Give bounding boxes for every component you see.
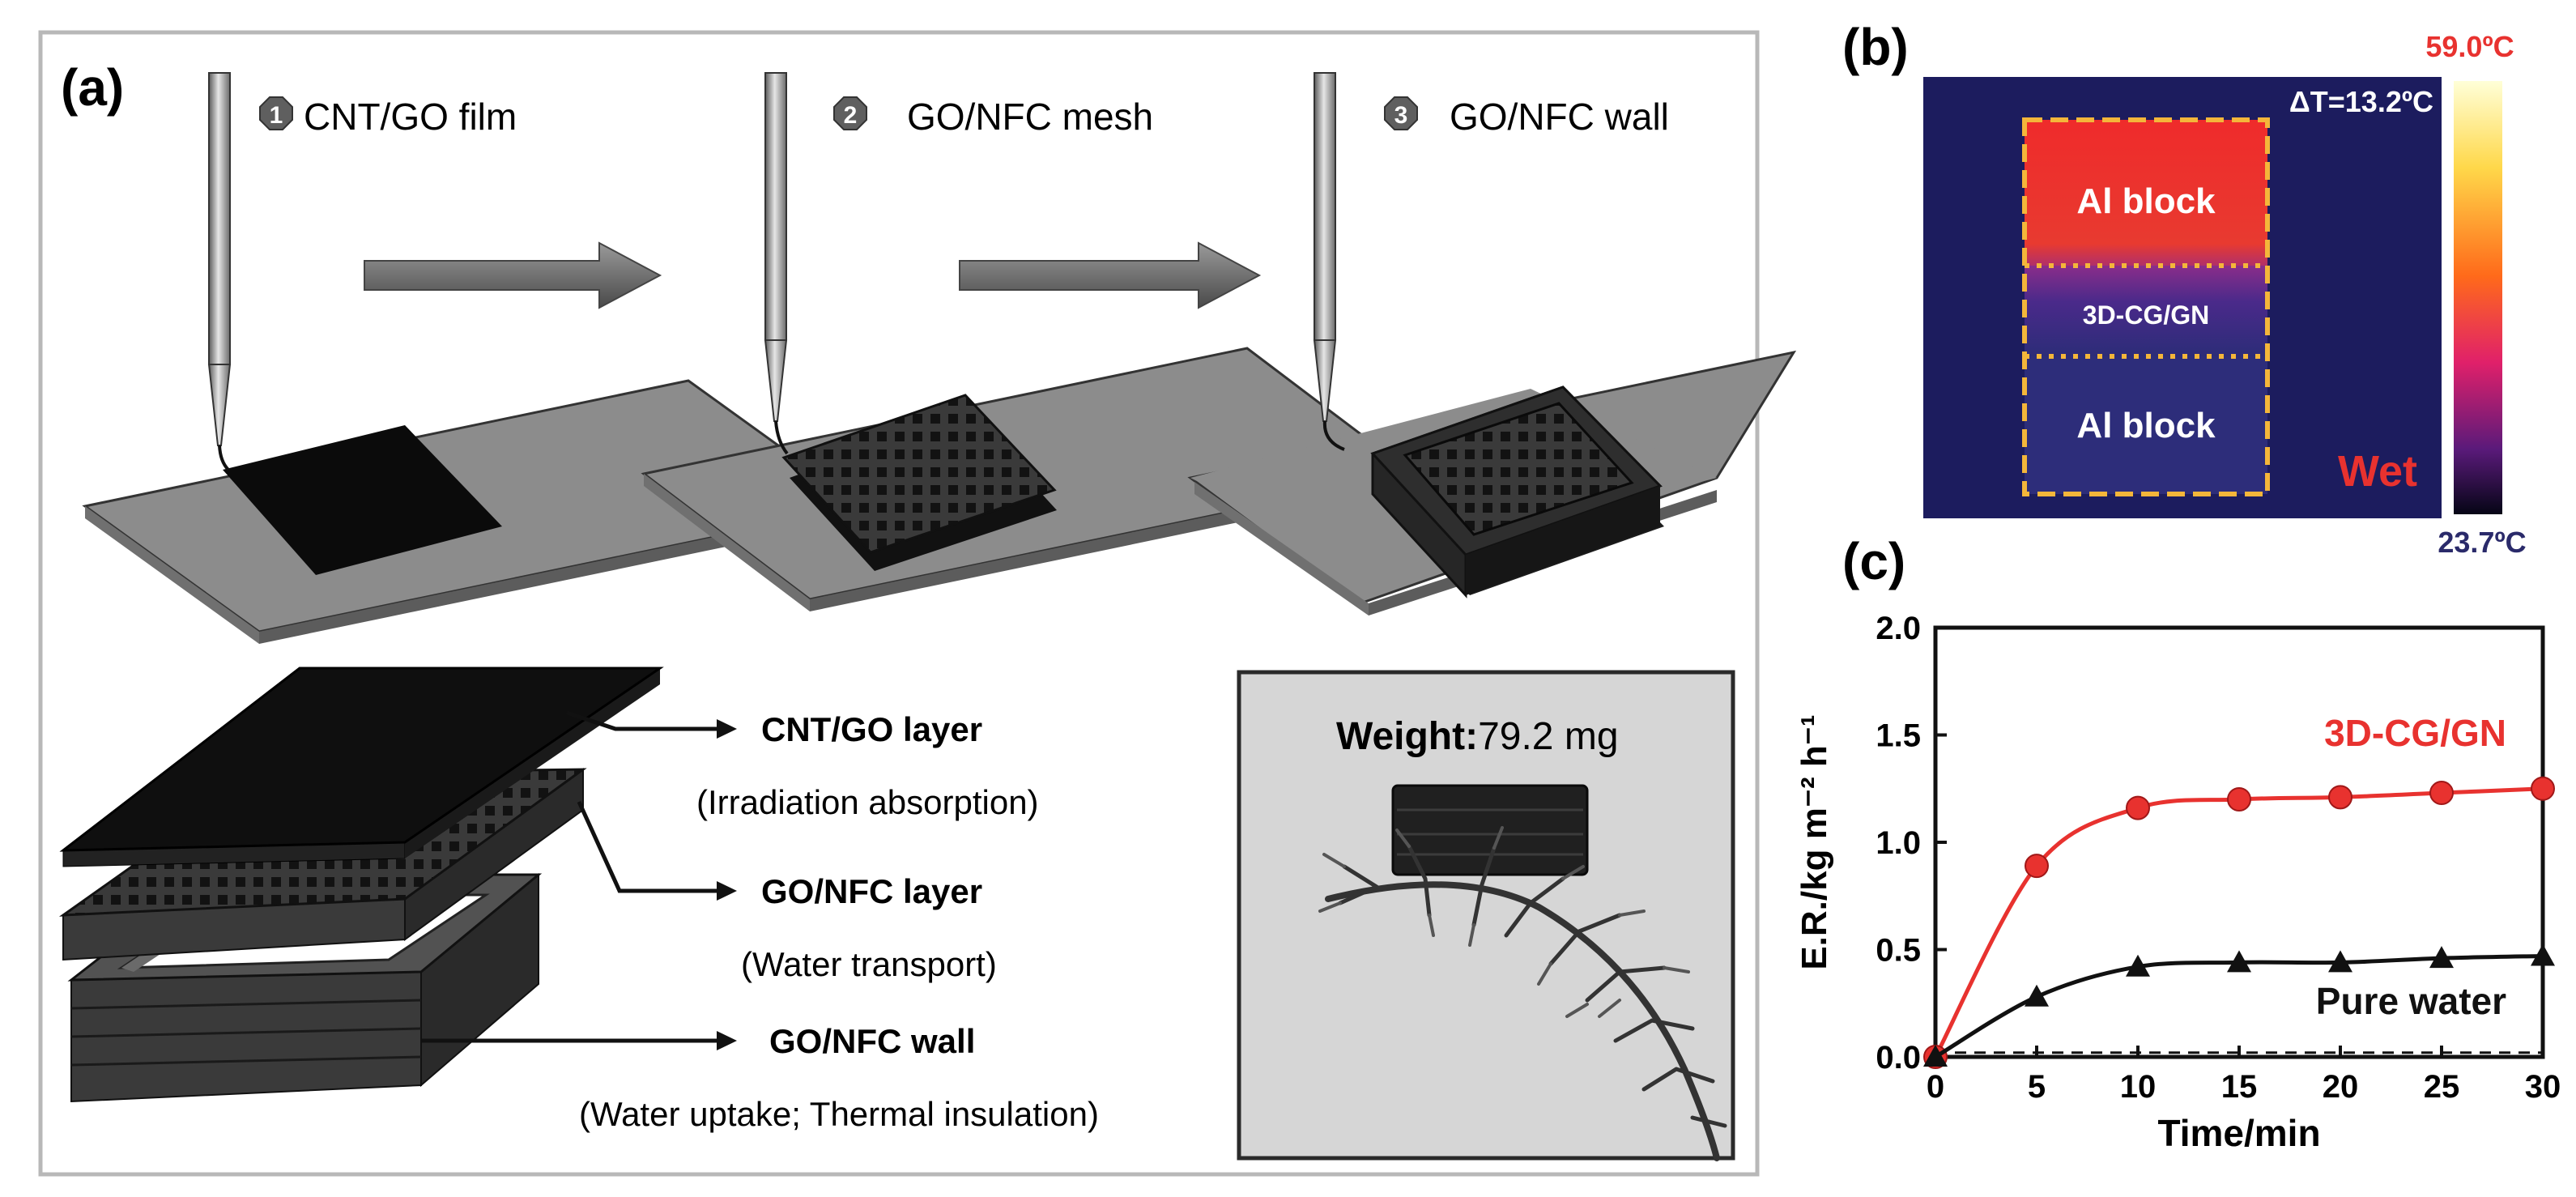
region-label-bottom: Al block	[2076, 406, 2216, 445]
x-tick-label: 25	[2424, 1069, 2460, 1105]
y-tick-label: 0.5	[1876, 933, 1921, 969]
step-1-label: CNT/GO film	[304, 96, 517, 138]
series-label-pure-water: Pure water	[2316, 980, 2506, 1022]
temperature-colorbar	[2454, 81, 2502, 514]
y-tick-label: 1.5	[1876, 718, 1921, 754]
step-2-badge: 2	[834, 97, 866, 130]
layer-1-desc: (Irradiation absorption)	[696, 783, 1039, 821]
series-0-point	[2531, 777, 2554, 800]
layer-3-name: GO/NFC wall	[769, 1022, 975, 1060]
step-1-badge: 1	[260, 97, 292, 130]
series-0-point	[2025, 854, 2048, 877]
x-tick-label: 15	[2221, 1069, 2258, 1105]
layer-2-name: GO/NFC layer	[761, 872, 982, 910]
x-tick-label: 0	[1927, 1069, 1944, 1105]
x-tick-label: 10	[2120, 1069, 2157, 1105]
layer-1-name: CNT/GO layer	[761, 710, 982, 748]
layer-2-desc: (Water transport)	[741, 945, 997, 983]
x-tick-label: 5	[2028, 1069, 2046, 1105]
series-0-point	[2228, 788, 2250, 811]
step-2-label: GO/NFC mesh	[907, 96, 1153, 138]
region-label-mid: 3D-CG/GN	[2083, 300, 2209, 330]
series-0-point	[2127, 797, 2149, 820]
region-label-top: Al block	[2076, 181, 2216, 221]
panel-b-label: (b)	[1842, 18, 1909, 76]
y-tick-label: 1.0	[1876, 825, 1921, 861]
max-temp-label: 59.0ºC	[2425, 30, 2514, 63]
y-tick-label: 0.0	[1876, 1040, 1921, 1076]
y-tick-label: 2.0	[1876, 611, 1921, 646]
delta-t-readout: ΔT=13.2ºC	[2289, 85, 2433, 118]
series-label-3d-cg-gn: 3D-CG/GN	[2324, 712, 2506, 754]
step-3-label: GO/NFC wall	[1450, 96, 1669, 138]
svg-text:1: 1	[270, 102, 283, 129]
panel-b: (b) Al block 3D-CG/GN Al block ΔT=13.2ºC…	[1842, 18, 2527, 559]
svg-text:3: 3	[1394, 102, 1408, 129]
svg-text:2: 2	[844, 102, 858, 129]
x-tick-label: 30	[2525, 1069, 2561, 1105]
state-label: Wet	[2338, 447, 2417, 496]
series-0-point	[2329, 786, 2352, 808]
series-0-point	[2430, 782, 2453, 804]
layer-3-desc: (Water uptake; Thermal insulation)	[579, 1095, 1099, 1133]
x-tick-label: 20	[2323, 1069, 2359, 1105]
min-temp-label: 23.7ºC	[2438, 526, 2526, 559]
panel-a-label: (a)	[61, 58, 124, 117]
photo-inset: Weight:79.2 mg	[1239, 672, 1733, 1158]
x-axis-label: Time/min	[2157, 1112, 2320, 1154]
panel-a: (a) 1 CNT/GO film	[40, 32, 1794, 1174]
weight-caption: Weight:79.2 mg	[1336, 715, 1619, 758]
y-axis-label: E.R./kg m⁻² h⁻¹	[1795, 714, 1834, 969]
step-3-badge: 3	[1385, 97, 1417, 130]
panel-c-label: (c)	[1842, 532, 1905, 590]
